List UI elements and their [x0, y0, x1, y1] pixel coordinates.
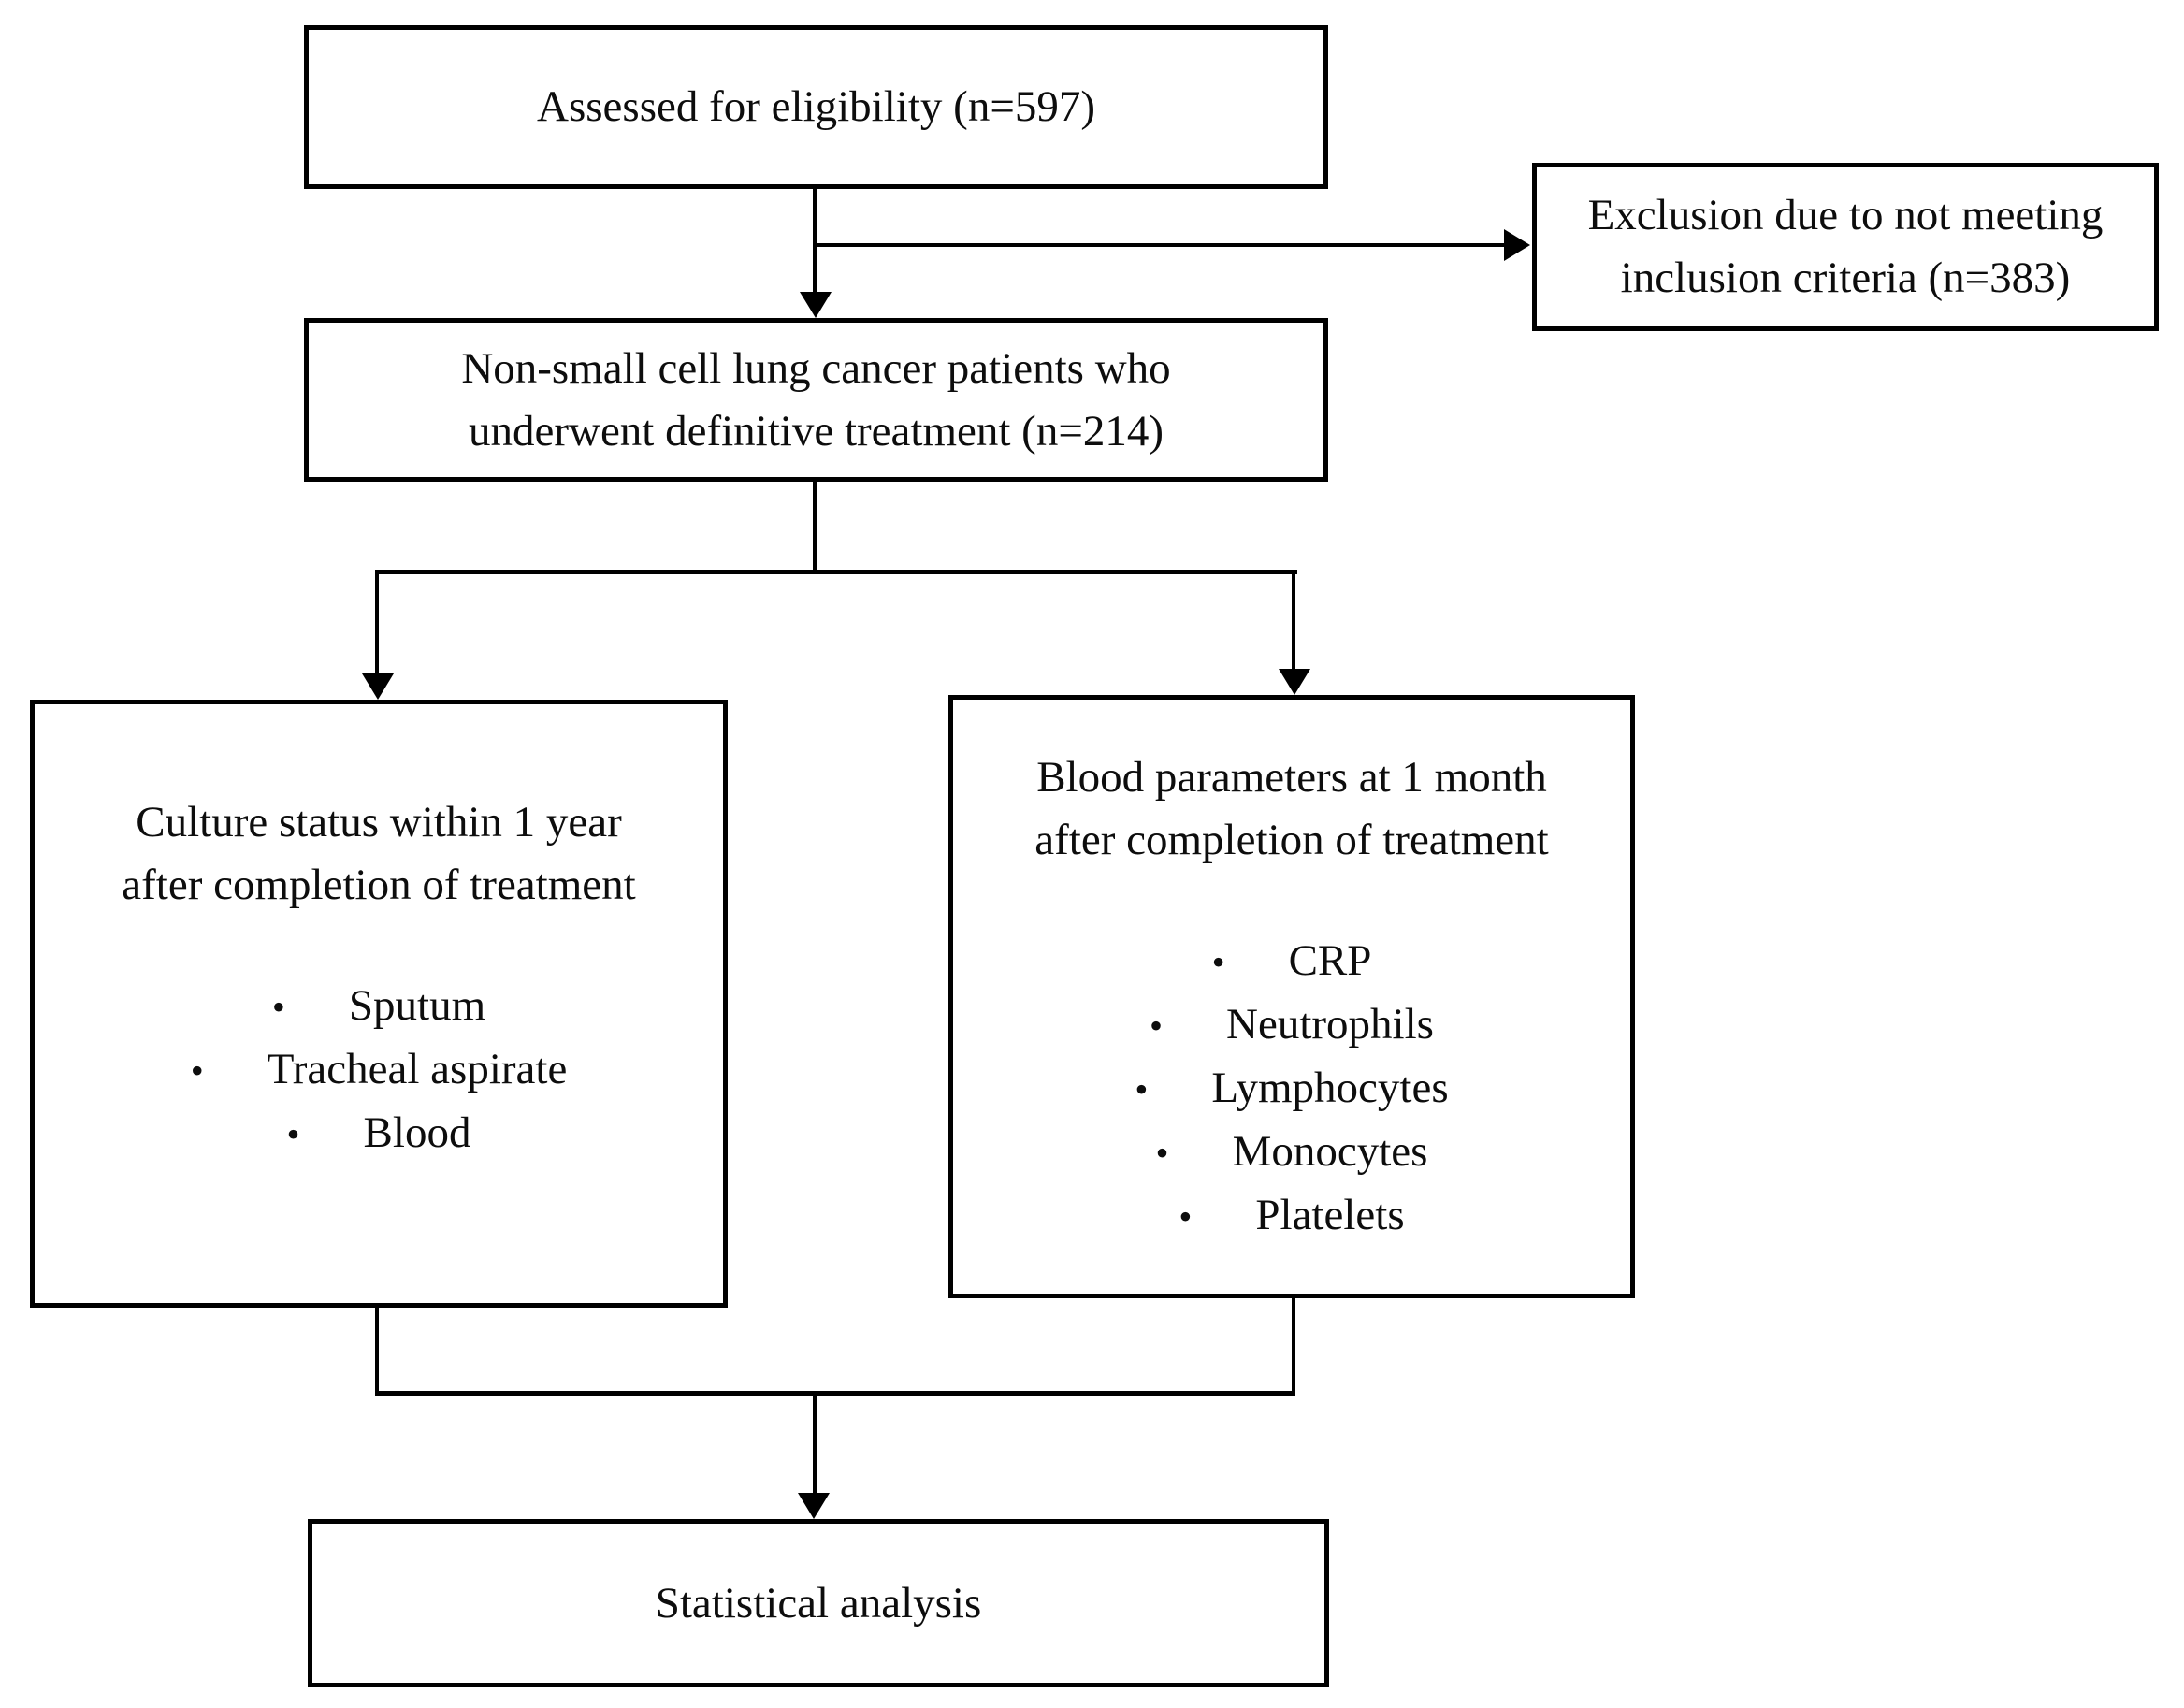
blood-bullet-lymphocytes: Lymphocytes: [1211, 1063, 1449, 1112]
arrowhead-down-icon: [362, 673, 394, 700]
culture-title-line2: after completion of treatment: [122, 860, 636, 909]
stats-label: Statistical analysis: [655, 1578, 982, 1628]
bullet-icon: •: [1135, 1067, 1149, 1110]
blood-title-line1: Blood parameters at 1 month: [1036, 752, 1547, 802]
bullet-icon: •: [271, 985, 285, 1028]
connector-culture-down: [375, 1304, 379, 1396]
arrowhead-down-icon: [1279, 669, 1310, 695]
blood-title-line2: after completion of treatment: [1034, 815, 1549, 864]
bullet-icon: •: [1179, 1194, 1193, 1238]
list-item: • CRP: [1212, 930, 1372, 993]
box-statistical-analysis: Statistical analysis: [308, 1519, 1329, 1687]
culture-bullet-tracheal-aspirate: Tracheal aspirate: [267, 1044, 568, 1093]
bullet-icon: •: [1211, 940, 1225, 983]
arrowhead-right-icon: [1504, 229, 1530, 261]
list-item: • Monocytes: [1156, 1121, 1428, 1184]
list-item: • Platelets: [1179, 1184, 1404, 1248]
list-item: • Lymphocytes: [1135, 1057, 1448, 1121]
blood-bullet-crp: CRP: [1288, 935, 1372, 985]
nsclc-label-line1: Non-small cell lung cancer patients who: [461, 343, 1171, 393]
exclusion-label-line1: Exclusion due to not meeting: [1587, 191, 2104, 239]
culture-bullet-sputum: Sputum: [348, 980, 486, 1030]
connector-blood-down: [1292, 1295, 1295, 1396]
list-item: • Sputum: [272, 975, 485, 1038]
connector-split-to-culture: [375, 570, 379, 675]
connector-branch-merge: [375, 1391, 1295, 1396]
box-assessed-eligibility: Assessed for eligibility (n=597): [304, 25, 1328, 189]
blood-bullet-neutrophils: Neutrophils: [1226, 999, 1434, 1049]
list-item: • Tracheal aspirate: [191, 1038, 568, 1102]
arrowhead-down-icon: [800, 292, 832, 318]
box-exclusion: Exclusion due to not meeting inclusion c…: [1532, 163, 2159, 331]
connector-nsclc-down: [813, 482, 817, 572]
assessed-label: Assessed for eligibility (n=597): [537, 82, 1095, 131]
list-item: • Blood: [287, 1102, 471, 1165]
blood-bullet-platelets: Platelets: [1255, 1190, 1405, 1239]
bullet-icon: •: [286, 1112, 300, 1155]
connector-branch-split: [375, 570, 1297, 574]
bullet-icon: •: [190, 1049, 204, 1092]
connector-to-exclusion: [815, 243, 1506, 247]
connector-split-to-blood: [1292, 570, 1295, 671]
blood-bullet-monocytes: Monocytes: [1232, 1126, 1428, 1176]
list-item: • Neutrophils: [1150, 993, 1434, 1057]
connector-merge-to-stats: [813, 1394, 817, 1495]
connector-assessed-to-nsclc: [813, 189, 817, 296]
culture-title-line1: Culture status within 1 year: [136, 797, 622, 847]
bullet-icon: •: [1155, 1131, 1169, 1174]
nsclc-label-line2: underwent definitive treatment (n=214): [468, 406, 1164, 456]
culture-bullet-blood: Blood: [363, 1107, 471, 1157]
box-blood-parameters: Blood parameters at 1 month after comple…: [948, 695, 1635, 1298]
arrowhead-down-icon: [798, 1493, 830, 1519]
box-nsclc-patients: Non-small cell lung cancer patients who …: [304, 318, 1328, 482]
box-culture-status: Culture status within 1 year after compl…: [30, 700, 728, 1308]
bullet-icon: •: [1150, 1004, 1164, 1047]
exclusion-label-line2: inclusion criteria (n=383): [1620, 253, 2071, 302]
